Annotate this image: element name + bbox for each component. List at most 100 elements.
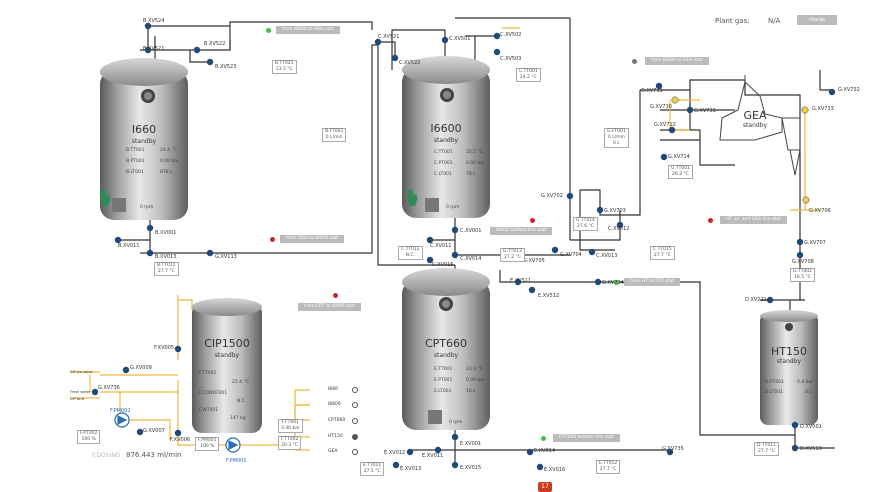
- tag-value: 78 L: [466, 172, 476, 177]
- valve-label[interactable]: C.XV521: [378, 34, 400, 40]
- valve-label[interactable]: G.XV731: [694, 108, 716, 114]
- destination-indicator[interactable]: [352, 418, 358, 424]
- valve-label[interactable]: G.XV714: [668, 154, 690, 160]
- valve-label[interactable]: G.XV007: [143, 428, 165, 434]
- valve-label[interactable]: G.XV704: [560, 252, 582, 258]
- tank-i6600: [402, 56, 490, 218]
- tank-i660: [100, 58, 188, 220]
- valve-label[interactable]: G.XV711: [641, 88, 663, 94]
- f-tt002-box: F.TT002 20.3 °C: [278, 436, 302, 450]
- status-dot-red: [333, 293, 338, 298]
- flow-i6600-bottom-line[interactable]: I6600 bottom line stat: [490, 227, 553, 235]
- valve-label[interactable]: C.XV001: [460, 228, 482, 234]
- valve-label[interactable]: E.XV001: [460, 441, 482, 447]
- valve-label[interactable]: E.XV013: [400, 466, 422, 472]
- valve-label[interactable]: E.XV512: [538, 293, 560, 299]
- valve-label[interactable]: C.XV014: [460, 256, 482, 262]
- destination-indicator[interactable]: [352, 402, 358, 408]
- valve-label[interactable]: C.XV502: [500, 32, 522, 38]
- valve-label[interactable]: E.XV511: [510, 278, 532, 284]
- valve-label[interactable]: G.XV730: [650, 104, 672, 110]
- valve-label[interactable]: G.XV735: [662, 446, 684, 452]
- flow-from-i6600-to-i660[interactable]: from I6600 to I660 stat: [276, 26, 341, 34]
- valve-label[interactable]: C.XV011: [430, 243, 452, 249]
- valve-label[interactable]: F.XV005: [154, 345, 175, 351]
- tank-state-i660: standby: [131, 138, 157, 145]
- valve-label[interactable]: B.XV013: [155, 254, 177, 260]
- flow-from-cpt-to-i6600[interactable]: from CPT to I6600 stat: [298, 303, 361, 311]
- valve-label[interactable]: B.XV001: [155, 230, 177, 236]
- flow-from-ht-to-cpt[interactable]: from HT to CPT stat: [624, 278, 681, 286]
- status-dot-green: [614, 280, 619, 285]
- tag-value: 147 kg: [230, 416, 246, 421]
- valve-label[interactable]: D.XV513: [800, 446, 822, 452]
- change-plant-gas-button[interactable]: change: [797, 15, 838, 25]
- status-dot-green: [541, 436, 546, 441]
- valve-label[interactable]: G.XV702: [541, 193, 563, 199]
- tag-value: 0.00 bar: [160, 159, 179, 164]
- cip-piping: [70, 27, 820, 451]
- flow-ht-inl-gea[interactable]: HT inl. and GEA line stat: [720, 216, 787, 224]
- destination-indicator[interactable]: [352, 434, 358, 440]
- valve-label[interactable]: G.XV734: [602, 280, 624, 286]
- valve-label[interactable]: G.XV705: [523, 258, 545, 264]
- valve-label[interactable]: G.XV708: [792, 259, 814, 265]
- flow-from-i660-to-i6600[interactable]: from I660 to I6600 stat: [280, 235, 345, 243]
- valve-label[interactable]: B.XV522: [204, 41, 226, 47]
- tag-label: E.TT001: [434, 367, 453, 372]
- valve-label[interactable]: G.XV732: [838, 87, 860, 93]
- plant-gas-value: N/A: [768, 17, 781, 25]
- valve-label[interactable]: E.XV016: [544, 467, 566, 473]
- valve-label[interactable]: B.XV524: [143, 18, 165, 24]
- tag-label: B.LT001: [126, 170, 144, 175]
- tank-cpt660: [402, 268, 490, 430]
- gea-separator: [719, 75, 801, 176]
- cip-input-label: CIP acid: [70, 397, 84, 401]
- destination-indicator[interactable]: [352, 387, 358, 393]
- valve-label[interactable]: C.XV013: [596, 253, 618, 259]
- valve-label[interactable]: D.XV221: [745, 297, 767, 303]
- c-tt001-box: C.TT001 24.2 °C: [516, 68, 541, 82]
- valve-label[interactable]: B.XV011: [118, 243, 140, 249]
- cip-input-label: Fresh water: [70, 390, 91, 394]
- valve-label[interactable]: E.XV011: [422, 453, 444, 459]
- valve-label[interactable]: G.XV706: [809, 208, 831, 214]
- valve-label[interactable]: F.XV006: [170, 437, 191, 443]
- valve-label[interactable]: C.XV522: [399, 60, 421, 66]
- valve-label[interactable]: G.XV733: [812, 106, 834, 112]
- tank-name-i6600: I6600: [430, 122, 462, 135]
- b-tt011-box: B.TT011 27.7 °C: [154, 262, 179, 276]
- f-ft001-box: F.FT001 3.40 bar: [278, 419, 303, 433]
- valve-label[interactable]: G.XV736: [98, 385, 120, 391]
- valve-label[interactable]: G.XV712: [654, 122, 676, 128]
- tank-name-cpt660: CPT660: [424, 337, 468, 350]
- tag-label: E.LT001: [434, 389, 452, 394]
- valve-label[interactable]: G.XV707: [804, 240, 826, 246]
- valve-label[interactable]: B.XV523: [215, 64, 237, 70]
- tag-value: 8 L: [805, 390, 812, 395]
- valve-label[interactable]: C.XV016: [432, 262, 454, 268]
- tank-name-cip1500: CIP1500: [204, 337, 250, 350]
- tag-label: C.PT001: [434, 161, 453, 166]
- destination-indicator[interactable]: [352, 449, 358, 455]
- valve-label[interactable]: C.XV012: [608, 226, 630, 232]
- valve-label[interactable]: D.XV001: [800, 424, 822, 430]
- plant-gas-label: Plant gas:: [715, 17, 750, 25]
- valves: [91, 22, 836, 471]
- tag-label: F.WT001: [199, 408, 219, 413]
- valve-label[interactable]: E.XV015: [460, 465, 482, 471]
- valve-label[interactable]: G.XV703: [604, 208, 626, 214]
- tag-label: B.TT001: [126, 148, 145, 153]
- flow-from-i6600-to-gea[interactable]: from I6600 to GEA stat: [645, 57, 709, 65]
- valve-label[interactable]: E.XV014: [534, 448, 556, 454]
- flow-cpt660-bottom-line[interactable]: CPT660 bottom line stat: [553, 434, 620, 442]
- valve-label[interactable]: E.XV012: [384, 450, 406, 456]
- valve-label[interactable]: B.XV521: [143, 46, 165, 52]
- valve-label[interactable]: C.XV503: [500, 56, 522, 62]
- status-dot-green: [266, 28, 271, 33]
- valve-label[interactable]: G.XV113: [215, 254, 237, 260]
- tag-label: E.PT001: [434, 378, 453, 383]
- valve-label[interactable]: C.XV501: [449, 36, 471, 42]
- status-dot-grey: [632, 59, 637, 64]
- valve-label[interactable]: G.XV009: [130, 365, 152, 371]
